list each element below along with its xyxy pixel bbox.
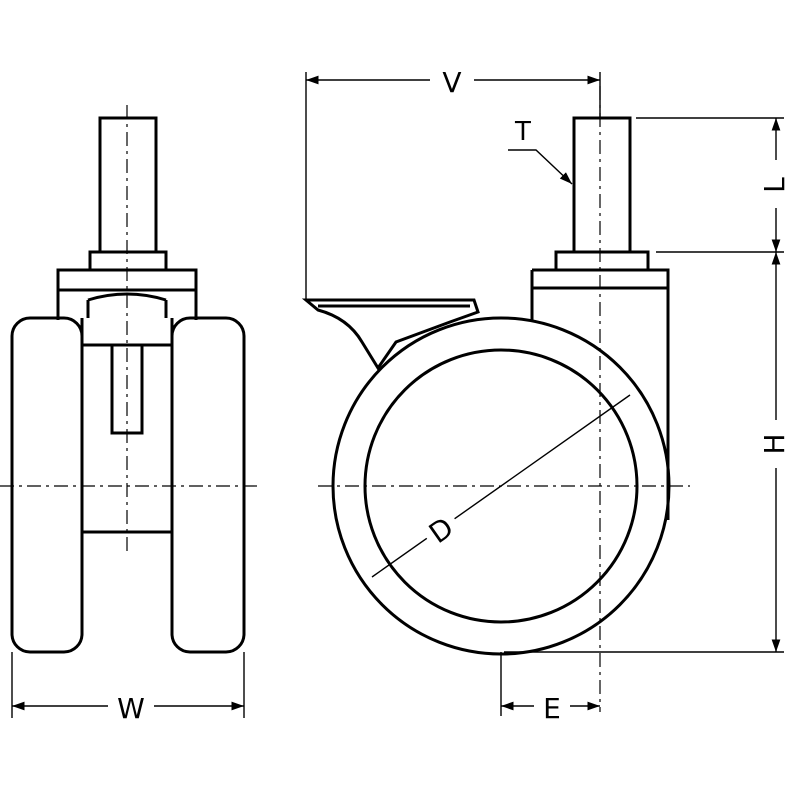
dim-t-leader: [508, 149, 573, 185]
front-view: W: [0, 105, 262, 725]
dim-w-label: W: [117, 692, 145, 725]
side-stem: [572, 116, 632, 254]
dim-v-label: V: [442, 66, 461, 99]
dim-d-label: D: [423, 511, 460, 550]
front-wheel-right: [170, 316, 246, 654]
front-wheel-left: [10, 316, 84, 654]
dim-t-label: T: [514, 117, 531, 147]
side-nut: [554, 250, 650, 272]
dim-l-label: L: [758, 177, 791, 193]
front-stem: [98, 116, 158, 254]
dim-h-label: H: [758, 433, 791, 454]
front-nut: [88, 250, 168, 272]
side-view: D V T L H E: [301, 62, 794, 725]
side-housing: [530, 268, 670, 520]
brake-lever: [301, 298, 480, 371]
dim-e-label: E: [543, 692, 561, 725]
